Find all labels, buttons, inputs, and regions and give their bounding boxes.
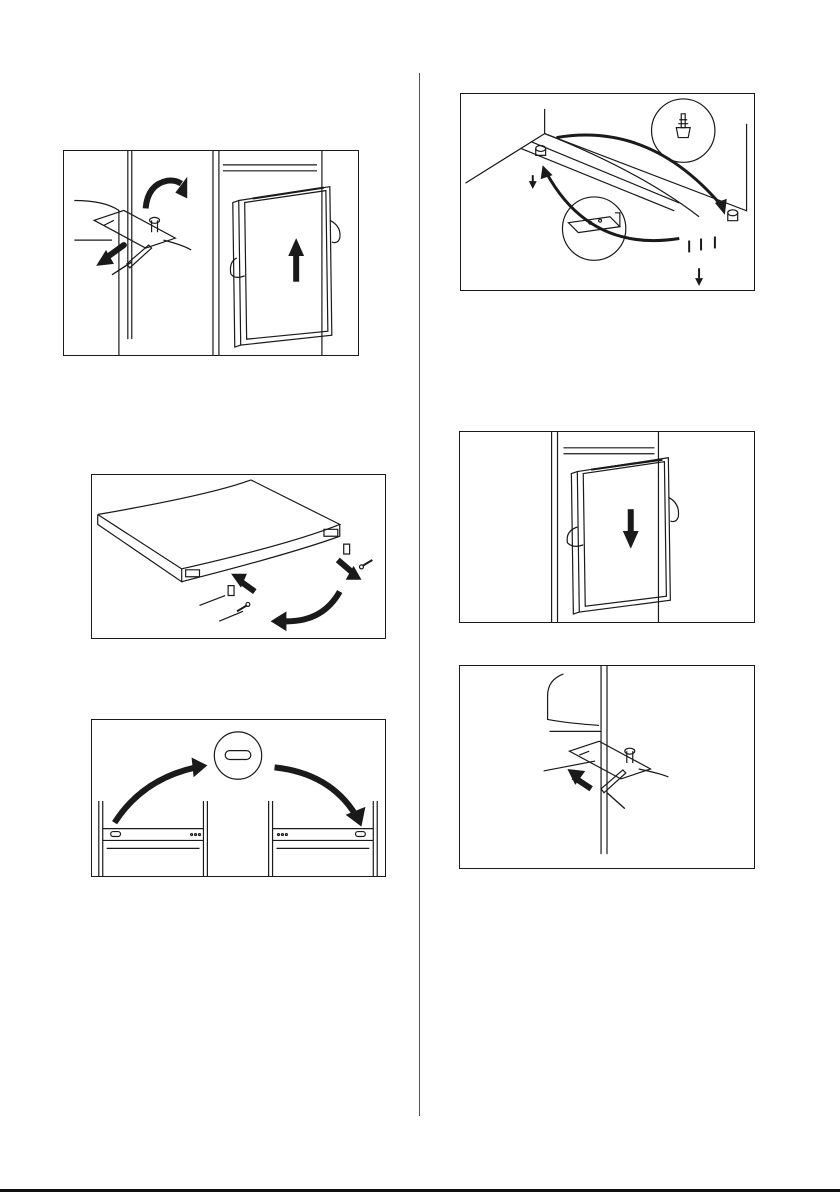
curved-arrow-icon [115,767,196,822]
figure-bottom-hinge [460,93,755,291]
curved-arrow-head [541,165,553,179]
guide-line [199,596,225,606]
curved-arrow-icon [146,181,182,209]
curved-arrow-icon [275,767,356,814]
down-arrow-head [623,531,639,549]
down-arrow-head [529,181,537,189]
fridge-outline [552,432,659,622]
hinge-detail [544,666,669,854]
hand-icon [330,220,340,242]
hand-icon [668,497,678,521]
cabinet-base [465,109,746,217]
curved-arrow-icon [547,173,680,240]
figure-hole-cover [91,719,386,877]
hand-icon [230,258,244,277]
diagonal-arrow-icon [338,560,352,572]
diagonal-arrow-icon [241,582,255,592]
figure-remove-upper-door [63,150,359,356]
down-arrow-head [695,278,703,286]
curved-arrow-icon [282,592,339,622]
curved-arrow-head [271,611,287,631]
door-panel [233,187,332,347]
hinge-pin-icon [536,145,738,220]
screwdriver-icon [601,770,626,809]
hole-cover-callout [214,732,261,779]
screw-icon [689,237,715,253]
screw-icon [237,560,372,611]
guide-line [219,611,243,621]
fridge-outline [213,151,322,355]
door-top-panel [98,480,340,582]
cabinet-left [99,801,208,876]
figure-refit-hinge [459,665,755,869]
hand-icon [567,527,583,546]
figure-door-pins [91,474,386,639]
curved-arrow-head [192,758,208,778]
screw-detail-callout [652,99,715,162]
column-divider [419,73,420,1116]
up-arrow-head [288,238,304,256]
door-panel [571,458,670,614]
figure-refit-door [459,431,755,623]
